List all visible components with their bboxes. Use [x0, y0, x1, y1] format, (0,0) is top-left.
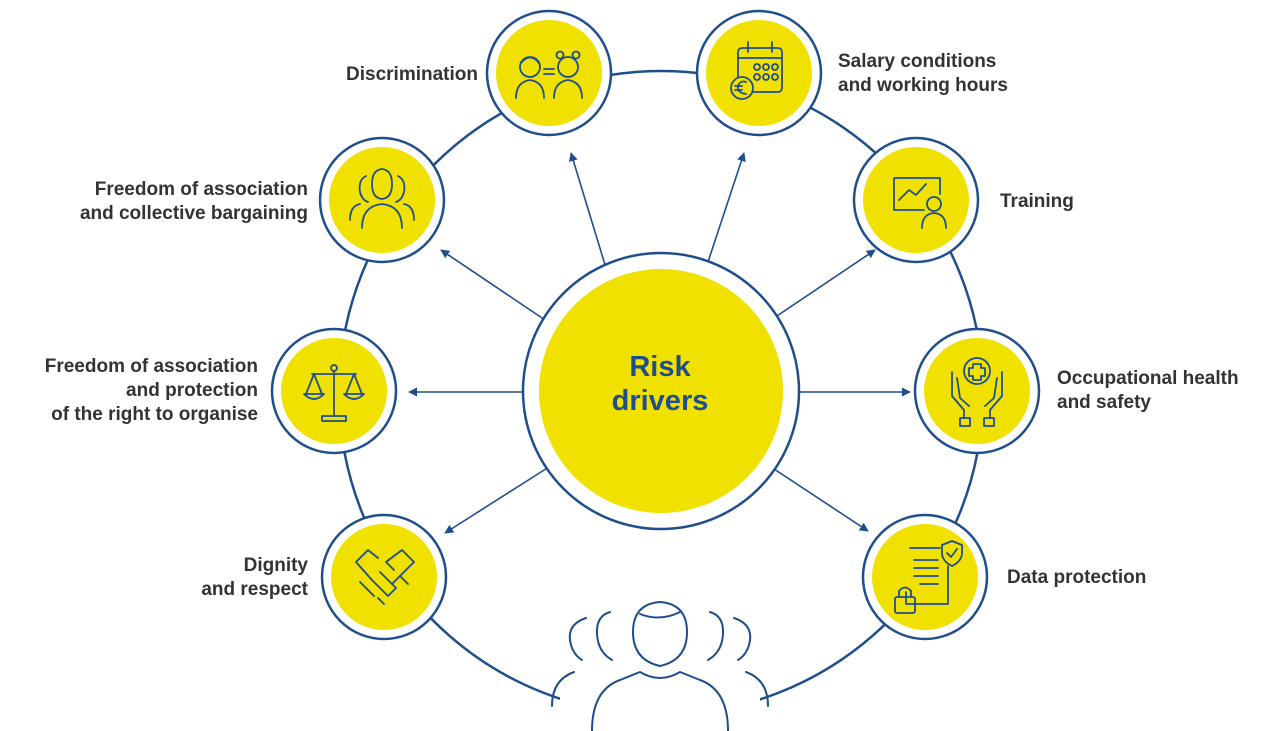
label-line: and respect: [201, 579, 308, 600]
handshake-icon: [355, 549, 415, 605]
hands-medical-cross-icon: [951, 357, 1003, 427]
equality-people-icon: [515, 50, 583, 99]
arrow-discrimination: [569, 152, 607, 269]
euro-calendar-icon: [730, 41, 783, 100]
node-organise: [270, 327, 398, 455]
center-title-line2: drivers: [611, 385, 709, 417]
node-training: [852, 136, 980, 264]
workers-group-icon: [551, 601, 769, 731]
group-people-icon: [349, 168, 415, 229]
node-health: [913, 327, 1041, 455]
label-line: Freedom of association: [94, 179, 308, 200]
label-line: and collective bargaining: [79, 203, 308, 224]
label-line: Occupational health: [1057, 368, 1239, 389]
center-title: Risk drivers: [545, 350, 775, 418]
arrow-salary: [705, 152, 746, 269]
label-line: and safety: [1057, 392, 1151, 413]
center-title-line1: Risk: [629, 351, 691, 383]
label-data: Data protection: [1007, 566, 1227, 590]
label-line: Discrimination: [346, 64, 478, 85]
label-line: of the right to organise: [51, 404, 258, 425]
node-salary: [695, 9, 823, 137]
connector-arrows: [408, 152, 911, 534]
scales-icon: [303, 364, 365, 422]
arrow-bargaining: [440, 249, 546, 321]
label-discrimination: Discrimination: [260, 63, 478, 87]
arrow-data: [767, 464, 869, 532]
node-data: [861, 513, 989, 641]
label-health: Occupational health and safety: [1057, 367, 1285, 415]
label-line: Salary conditions: [838, 51, 997, 72]
label-salary: Salary conditions and working hours: [838, 50, 1098, 98]
label-line: Data protection: [1007, 567, 1147, 588]
label-dignity: Dignity and respect: [110, 554, 308, 602]
label-bargaining: Freedom of association and collective ba…: [40, 178, 308, 226]
label-training: Training: [1000, 190, 1200, 214]
label-line: and protection: [126, 380, 258, 401]
label-line: and working hours: [838, 75, 1008, 96]
document-lock-shield-icon: [894, 540, 963, 614]
arrow-training: [767, 249, 876, 323]
node-bargaining: [318, 136, 446, 264]
label-organise: Freedom of association and protection of…: [0, 355, 258, 427]
presentation-trainer-icon: [893, 177, 947, 229]
label-line: Freedom of association: [44, 356, 258, 377]
node-dignity: [320, 513, 448, 641]
arrow-dignity: [444, 464, 553, 534]
center-node: [521, 251, 801, 531]
node-discrimination: [485, 9, 613, 137]
label-line: Training: [1000, 191, 1074, 212]
label-line: Dignity: [243, 555, 308, 576]
